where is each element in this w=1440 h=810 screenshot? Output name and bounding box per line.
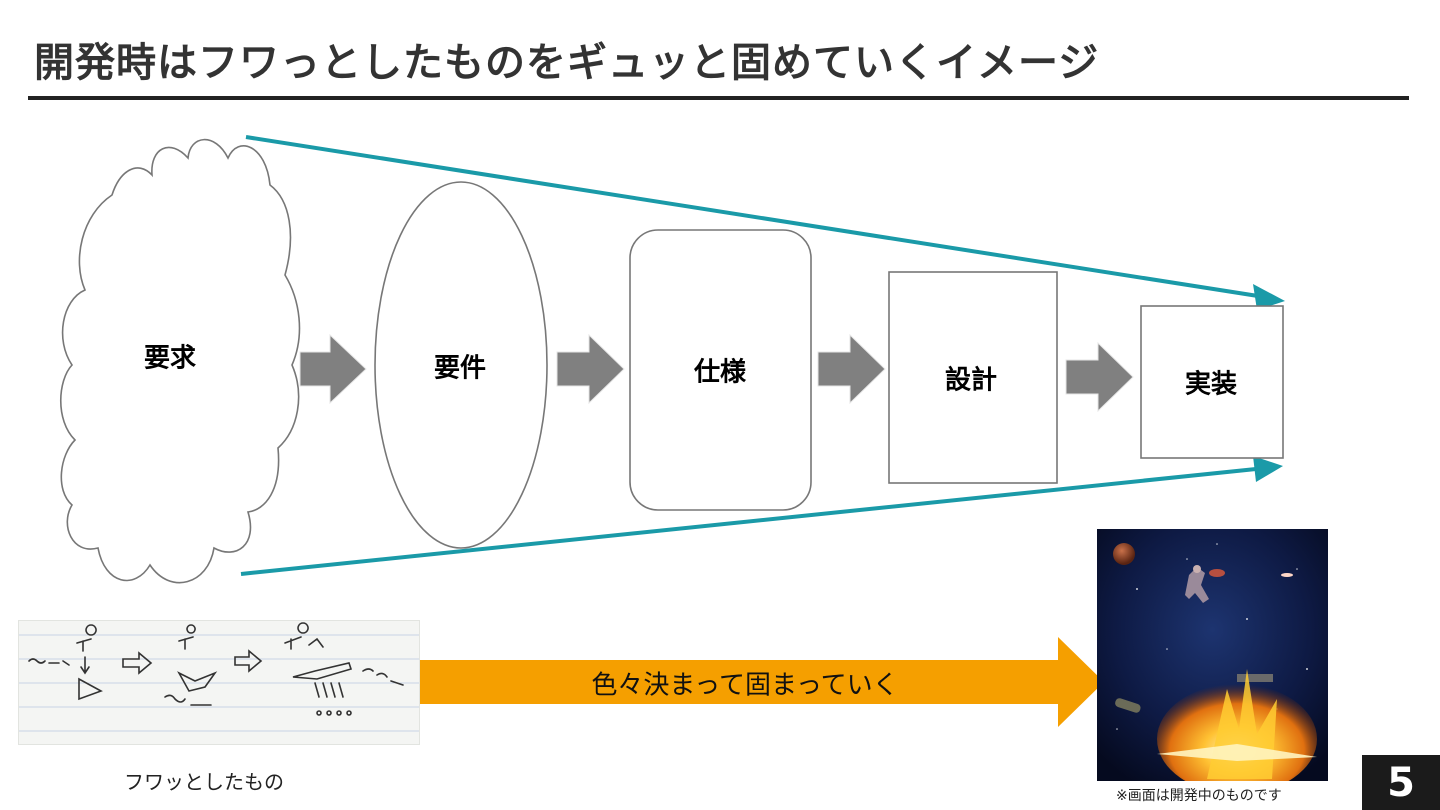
rect-shape-implementation [1140, 305, 1284, 459]
ellipse-shape [374, 181, 548, 549]
cloud-shape [59, 138, 301, 584]
stage-label-request: 要求 [143, 343, 197, 374]
rounded-rect-shape [629, 229, 812, 511]
page-number-badge: 5 [1362, 755, 1440, 810]
step-arrow-3 [817, 333, 886, 405]
game-screenshot-image [1097, 529, 1328, 781]
stage-label-specification: 仕様 [693, 357, 747, 388]
stage-label-implementation: 実装 [1184, 369, 1238, 400]
stage-label-requirement: 要件 [433, 353, 487, 384]
progress-arrow [412, 637, 1104, 727]
sketch-drawing [19, 622, 419, 732]
hand-sketch-image [18, 620, 420, 745]
sketch-caption: フワッとしたもの [124, 770, 284, 794]
slide-title: 開発時はフワっとしたものをギュッと固めていくイメージ [34, 40, 1100, 86]
stage-label-design: 設計 [944, 365, 998, 396]
game-scene [1097, 529, 1328, 781]
title-underline [28, 96, 1409, 100]
rect-shape-design [888, 271, 1058, 484]
funnel-bottom-line [240, 456, 1283, 576]
step-arrow-2 [556, 333, 625, 405]
step-arrow-4 [1065, 341, 1134, 413]
step-arrow-1 [299, 333, 367, 405]
funnel-top-line [245, 135, 1285, 310]
progress-arrow-label: 色々決まって固まっていく [591, 670, 899, 701]
screenshot-caption: ※画面は開発中のものです [1116, 788, 1282, 804]
